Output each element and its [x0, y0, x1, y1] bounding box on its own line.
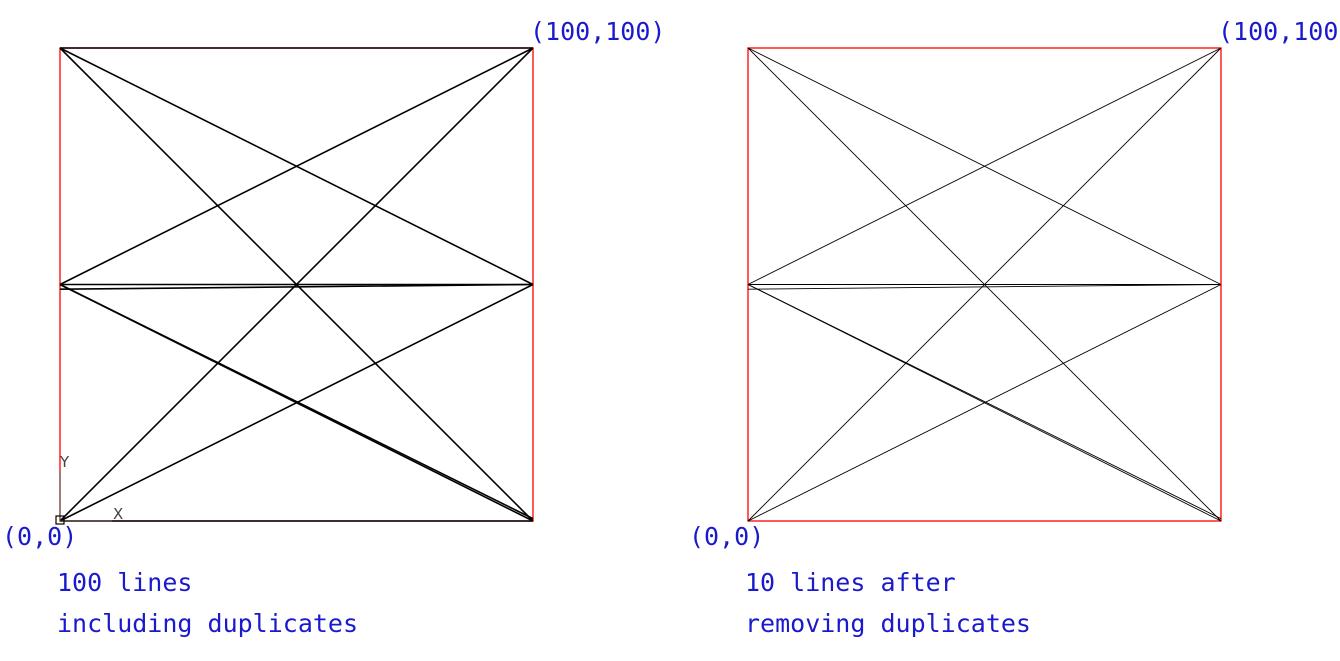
line-segment-11 — [59, 283, 534, 520]
corner-label-top-right: (100,100) — [530, 17, 665, 46]
line-segment-7 — [59, 47, 534, 286]
caption-line-1: 100 lines — [57, 568, 192, 597]
line-segment-5 — [747, 47, 1222, 285]
panel-with-duplicates: Y X (100,100) (0,0) 100 lines including … — [2, 17, 665, 638]
ucs-y-label: Y — [59, 453, 70, 471]
line-segment-10 — [59, 283, 534, 291]
corner-label-bottom-left: (0,0) — [689, 522, 764, 551]
caption-line-2: removing duplicates — [745, 609, 1031, 638]
ucs-axis-icon: Y X — [55, 453, 123, 525]
corner-label-bottom-left: (0,0) — [2, 522, 77, 551]
ucs-x-label: X — [113, 505, 123, 523]
corner-label-top-right: (100,100) — [1218, 17, 1340, 46]
panel-without-duplicates: (100,100) (0,0) 10 lines after removing … — [689, 17, 1340, 638]
line-group — [59, 47, 534, 522]
caption-line-2: including duplicates — [57, 609, 358, 638]
line-segment-9 — [747, 284, 1222, 520]
caption-line-1: 10 lines after — [745, 568, 956, 597]
ucs-origin-box — [55, 515, 65, 525]
line-segment-8 — [747, 284, 1222, 290]
line-group — [747, 47, 1222, 522]
